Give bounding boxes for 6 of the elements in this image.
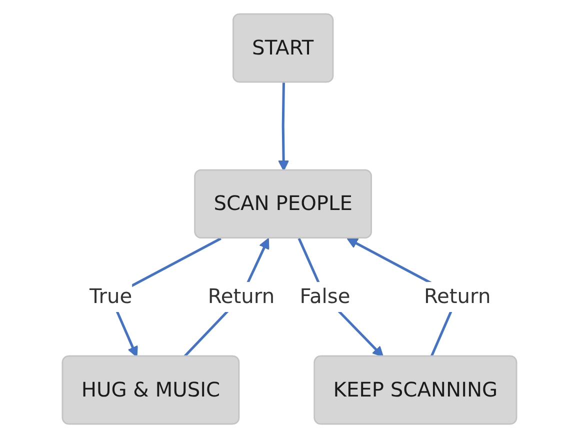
arrow (278, 82, 290, 172)
edge-label: Return (208, 284, 275, 308)
edge-label: False (300, 284, 350, 308)
arrow (298, 238, 384, 358)
edge-label: Return (424, 284, 491, 308)
edge-label: True (89, 284, 132, 308)
